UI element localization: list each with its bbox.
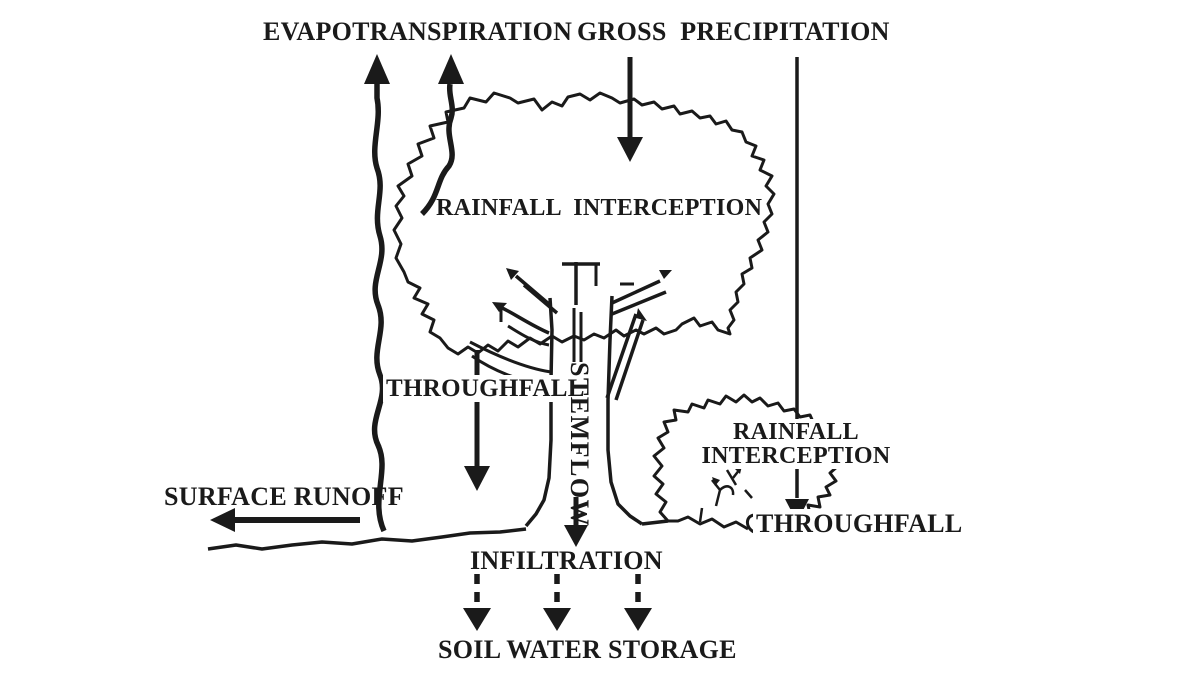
down-arrowhead-icon <box>624 608 652 631</box>
left-arrowhead-icon <box>210 508 235 532</box>
down-arrowhead-icon <box>543 608 571 631</box>
label-surface-runoff: SURFACE RUNOFF <box>164 482 404 511</box>
label-throughfall-shrub: THROUGHFALL <box>753 509 966 538</box>
up-arrowhead-icon <box>364 54 390 84</box>
gross-precipitation-arrow <box>617 57 643 162</box>
down-arrowhead-icon <box>464 466 490 491</box>
down-arrowhead-icon <box>617 137 643 162</box>
small-arrowhead-icon <box>506 268 519 280</box>
label-evapotranspiration: EVAPOTRANSPIRATION <box>263 17 573 46</box>
label-shrub-interception: INTERCEPTION <box>699 443 893 469</box>
shrub-branches <box>698 466 753 523</box>
branch-stemflow-arrows <box>492 268 672 321</box>
tree-trunk <box>524 295 643 528</box>
stemflow-arrow <box>564 497 588 547</box>
down-arrowhead-icon <box>463 608 491 631</box>
ground-line <box>207 519 669 551</box>
throughfall-arrow-left <box>464 350 490 491</box>
label-throughfall-tree: THROUGHFALL <box>383 375 588 402</box>
small-arrowhead-icon <box>636 308 647 321</box>
evapotranspiration-wavy-arrow-left <box>364 54 390 533</box>
small-arrowhead-icon <box>659 270 672 279</box>
evapotranspiration-wavy-arrow-right <box>419 54 464 216</box>
label-infiltration: INFILTRATION <box>470 546 663 575</box>
label-soil-water-storage: SOIL WATER STORAGE <box>438 635 737 664</box>
small-arrowhead-icon <box>492 302 507 312</box>
down-arrowhead-icon <box>564 525 588 547</box>
surface-runoff-arrow <box>210 508 360 532</box>
small-arrowhead-icon <box>712 477 720 486</box>
up-arrowhead-icon <box>438 54 464 84</box>
label-canopy-rainfall-interception: RAINFALL INTERCEPTION <box>436 195 763 221</box>
label-gross-precipitation: GROSS PRECIPITATION <box>577 17 890 46</box>
label-stemflow: STEMFLOW <box>565 362 594 528</box>
infiltration-arrows <box>463 574 652 631</box>
label-shrub-rainfall: RAINFALL <box>731 419 861 445</box>
